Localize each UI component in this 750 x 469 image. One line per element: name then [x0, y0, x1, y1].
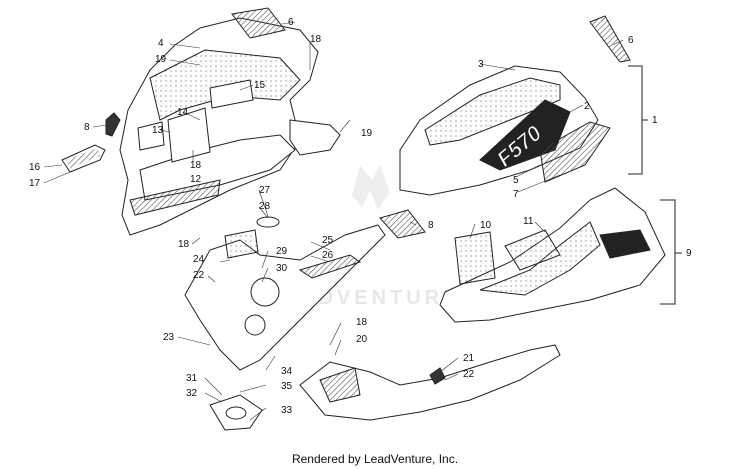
callout-label: 28 — [259, 201, 271, 212]
side-bracket-left — [61, 144, 106, 173]
callout-label: 2 — [584, 101, 590, 112]
lower-vent — [379, 209, 426, 239]
panel-11 — [504, 229, 561, 271]
top-vent-right — [589, 15, 631, 63]
callout-label: 6 — [288, 17, 294, 28]
callout-label: 11 — [523, 216, 534, 227]
callout-label: 18 — [190, 160, 202, 171]
lower-funnel — [209, 394, 263, 431]
callout-label: 8 — [84, 122, 90, 133]
grip-left — [105, 112, 121, 137]
panel-10 — [454, 231, 496, 285]
callout-label: 24 — [193, 254, 205, 265]
callout-label: 8 — [428, 220, 434, 231]
callout-label: 35 — [281, 381, 293, 392]
callout-label: 33 — [281, 405, 293, 416]
trim-strip — [298, 254, 362, 279]
callout-labels: 6 4 19 18 1 3 2 15 14 13 8 16 17 18 12 1… — [29, 17, 692, 416]
callout-label: 27 — [259, 185, 271, 196]
callout-label: 25 — [322, 235, 334, 246]
callout-label: 10 — [480, 220, 492, 231]
callout-label: 12 — [190, 174, 202, 185]
group-bracket-9 — [660, 199, 682, 305]
group-bracket-1 — [628, 65, 648, 175]
callout-label: 18 — [178, 239, 190, 250]
callout-label: 18 — [310, 34, 322, 45]
callout-label: 19 — [361, 128, 373, 139]
front-bumper — [299, 344, 561, 421]
hood-side-panel: F570 — [399, 65, 599, 196]
callout-label: 29 — [276, 246, 288, 257]
callout-label: 13 — [152, 125, 164, 136]
dashboard-clip — [429, 367, 446, 385]
grommet — [256, 216, 280, 228]
callout-label: 19 — [155, 54, 167, 65]
callout-label: 16 — [29, 162, 41, 173]
callout-label: 17 — [29, 178, 41, 189]
callout-label: 9 — [686, 248, 692, 259]
callout-label: 34 — [281, 366, 293, 377]
side-vent — [539, 121, 611, 183]
callout-label: 20 — [356, 334, 368, 345]
callout-label: 21 — [463, 353, 475, 364]
watermark: ADVENTURE — [300, 165, 460, 309]
callout-label: 23 — [163, 332, 175, 343]
callout-label: 14 — [177, 107, 189, 118]
hood-bracket — [289, 119, 341, 156]
render-credit: Rendered by LeadVenture, Inc. — [291, 452, 459, 466]
callout-label: 6 — [628, 35, 634, 46]
front-hood-frame — [119, 17, 319, 236]
callout-label: 15 — [254, 80, 266, 91]
top-vent-left — [231, 7, 286, 39]
callout-label: 31 — [186, 373, 198, 384]
callout-label: 22 — [463, 369, 475, 380]
callout-label: 22 — [193, 270, 205, 281]
callout-label: 30 — [276, 263, 288, 274]
callout-label: 1 — [652, 115, 658, 126]
callout-label: 18 — [356, 317, 368, 328]
callout-label: 32 — [186, 388, 198, 399]
watermark-text: ADVENTURE — [300, 287, 460, 309]
callout-label: 4 — [158, 38, 164, 49]
callout-label: 7 — [513, 189, 519, 200]
leader-lines — [43, 21, 624, 421]
callout-label: 26 — [322, 250, 334, 261]
callout-label: 5 — [513, 175, 519, 186]
callout-label: 3 — [478, 59, 484, 70]
